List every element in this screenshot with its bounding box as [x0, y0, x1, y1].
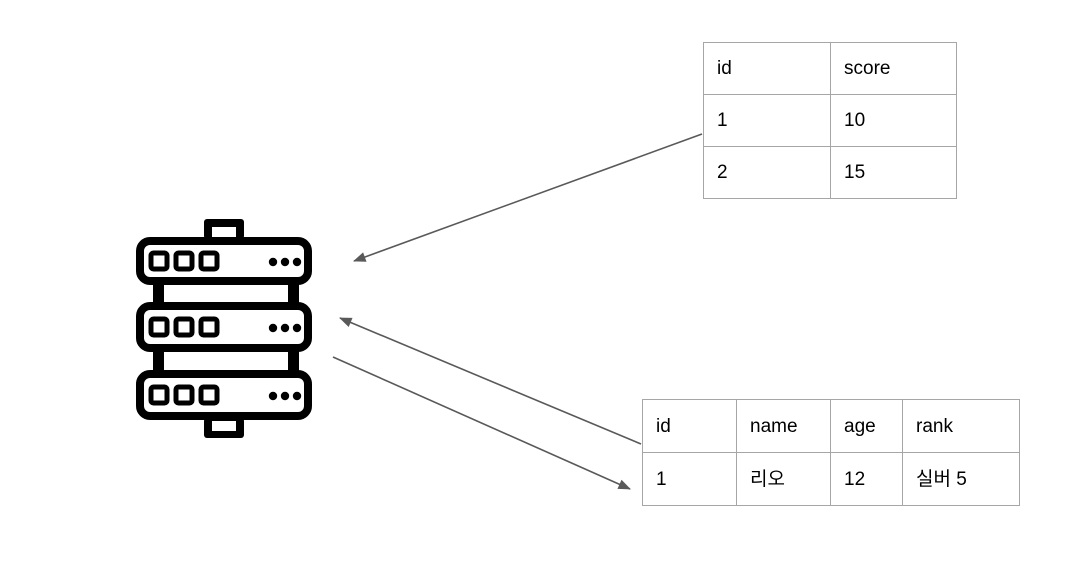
server-top-tab	[204, 219, 244, 239]
arrow-player-table-to-server	[339, 317, 642, 445]
table-row: 1 10	[703, 94, 957, 147]
cell-id: 2	[703, 146, 831, 199]
server-unit-1	[136, 237, 312, 285]
cell-id: 1	[703, 94, 831, 147]
server-bottom-tab	[204, 418, 244, 438]
column-header-rank: rank	[902, 399, 1020, 453]
table-row: 2 15	[703, 146, 957, 199]
column-header-id: id	[642, 399, 737, 453]
cell-score: 15	[830, 146, 957, 199]
server-icon	[136, 219, 312, 438]
server-unit-2	[136, 302, 312, 352]
column-header-score: score	[830, 42, 957, 95]
cell-id: 1	[642, 452, 737, 506]
score-table: id score 1 10 2 15	[703, 42, 957, 199]
server-connectors	[153, 275, 299, 378]
table-row: 1 리오 12 실버 5	[642, 452, 1020, 506]
cell-rank: 실버 5	[902, 452, 1020, 506]
column-header-age: age	[830, 399, 903, 453]
table-header-row: id name age rank	[642, 399, 1020, 453]
server-unit-3	[136, 370, 312, 420]
arrow-server-to-player-table	[332, 356, 631, 490]
column-header-name: name	[736, 399, 831, 453]
cell-age: 12	[830, 452, 903, 506]
cell-score: 10	[830, 94, 957, 147]
table-header-row: id score	[703, 42, 957, 95]
player-table: id name age rank 1 리오 12 실버 5	[642, 399, 1020, 506]
column-header-id: id	[703, 42, 831, 95]
arrow-score-table-to-server	[353, 133, 703, 262]
cell-name: 리오	[736, 452, 831, 506]
